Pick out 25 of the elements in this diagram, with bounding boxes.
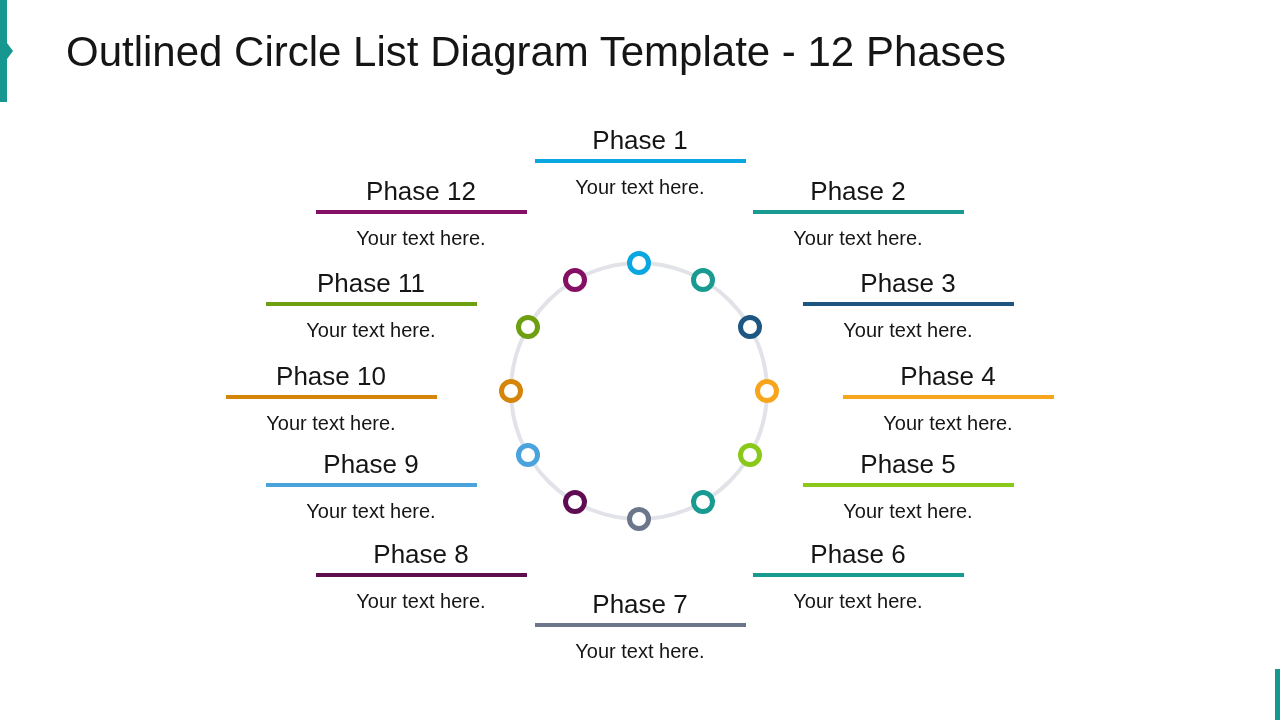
phase-description: Your text here. [306, 499, 436, 523]
phase-title: Phase 6 [810, 538, 906, 571]
phase-title: Phase 12 [366, 175, 476, 208]
phase-description: Your text here. [575, 175, 705, 199]
phase-description: Your text here. [266, 411, 396, 435]
phase-description: Your text here. [843, 318, 973, 342]
phase-description: Your text here. [843, 499, 973, 523]
phase-title: Phase 11 [317, 267, 425, 300]
phase-title: Phase 5 [860, 448, 956, 481]
phase-description: Your text here. [575, 639, 705, 663]
phase-title: Phase 9 [323, 448, 419, 481]
phase-description: Your text here. [356, 226, 486, 250]
phase-description: Your text here. [306, 318, 436, 342]
slide-title: Outlined Circle List Diagram Template - 12 Phases [66, 27, 1006, 77]
phase-title: Phase 8 [373, 538, 469, 571]
phase-title: Phase 4 [900, 360, 996, 393]
phase-description: Your text here. [356, 589, 486, 613]
phase-title: Phase 3 [860, 267, 956, 300]
phase-title: Phase 1 [592, 124, 688, 157]
phase-description: Your text here. [793, 589, 923, 613]
phase-title: Phase 7 [592, 588, 688, 621]
phase-title: Phase 10 [276, 360, 386, 393]
phase-description: Your text here. [883, 411, 1013, 435]
phase-title: Phase 2 [810, 175, 906, 208]
phase-description: Your text here. [793, 226, 923, 250]
